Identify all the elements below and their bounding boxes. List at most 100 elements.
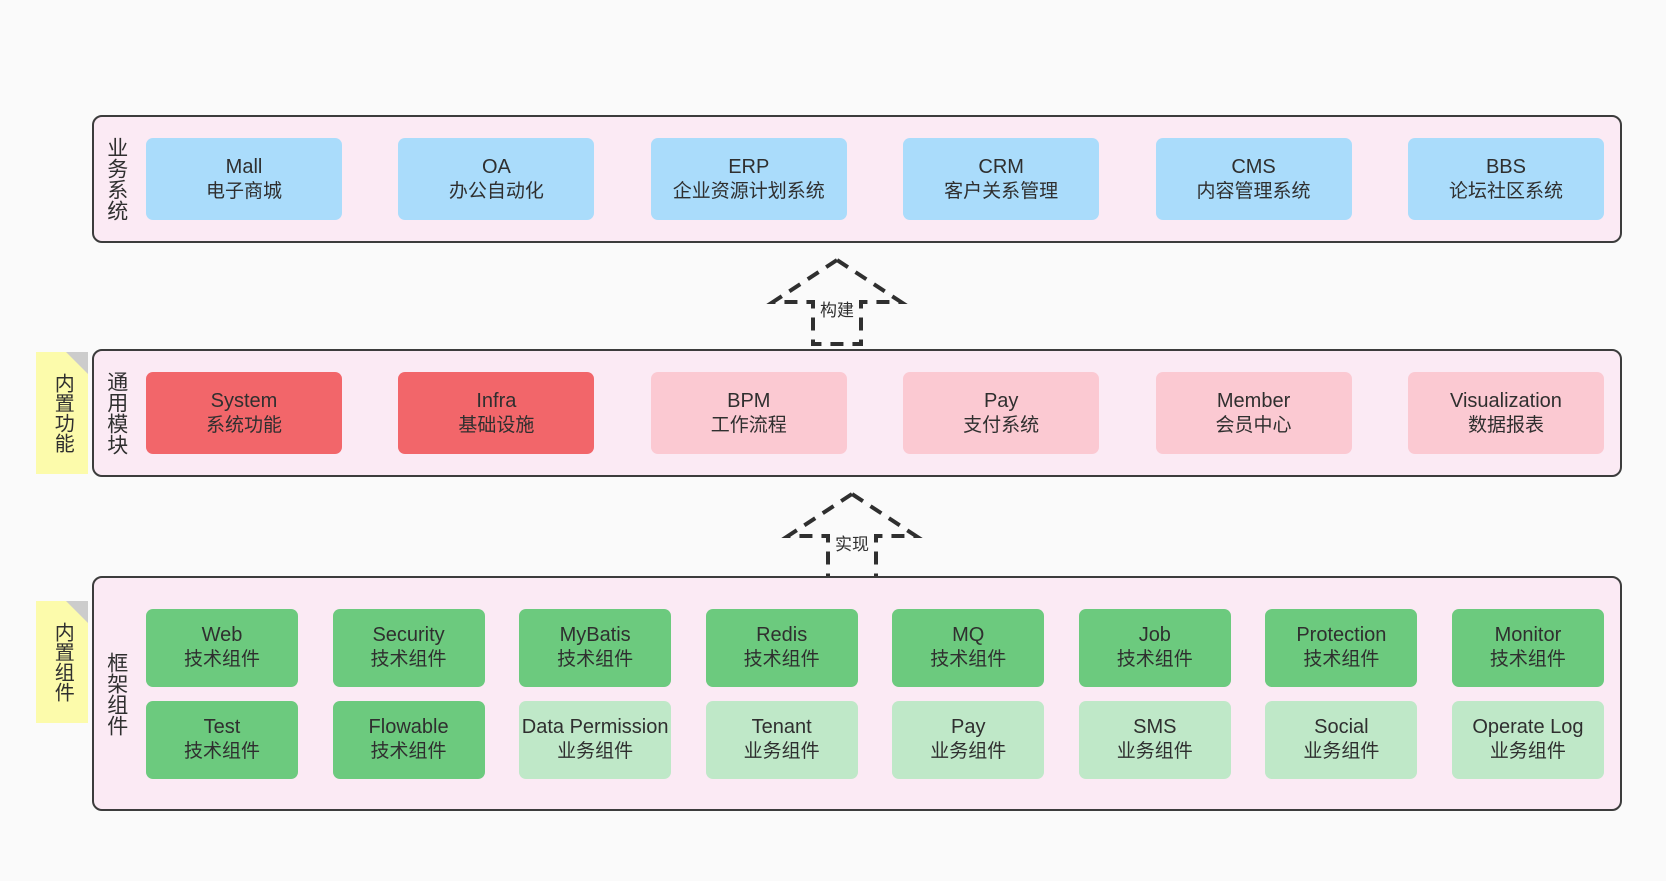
card-title-cn: 技术组件: [183, 741, 260, 763]
card-title-en: Infra: [476, 389, 517, 412]
card-title-cn: 支付系统: [963, 414, 1040, 436]
card-title-en: MyBatis: [559, 624, 631, 647]
card-title-en: Protection: [1296, 624, 1387, 647]
card-title-en: BPM: [727, 389, 771, 412]
card-title-en: Pay: [983, 389, 1019, 412]
card-title-en: Social: [1314, 716, 1369, 739]
card-title-en: Security: [372, 624, 445, 647]
card-title-cn: 技术组件: [557, 649, 634, 671]
card-title-en: Web: [201, 624, 243, 647]
card-title-en: OA: [481, 155, 511, 178]
sticky-fold-corner-icon: [66, 352, 88, 374]
card-title-cn: 客户关系管理: [944, 180, 1059, 202]
card-title-en: Visualization: [1449, 389, 1562, 412]
card-title-cn: 业务组件: [930, 741, 1007, 763]
card-title-cn: 业务组件: [1303, 741, 1380, 763]
card-title-cn: 工作流程: [710, 414, 787, 436]
card-title-cn: 技术组件: [183, 649, 260, 671]
card-title-cn: 技术组件: [370, 649, 447, 671]
sticky-note-builtin-component-label: 内置组件: [51, 622, 74, 702]
card-title-en: System: [210, 389, 278, 412]
card-title-cn: 业务组件: [1116, 741, 1193, 763]
card-title-cn: 内容管理系统: [1196, 180, 1311, 202]
card-title-en: SMS: [1133, 716, 1177, 739]
card-title-cn: 技术组件: [370, 741, 447, 763]
card-title-cn: 业务组件: [557, 741, 634, 763]
card-title-cn: 业务组件: [743, 741, 820, 763]
card-title-cn: 技术组件: [1116, 649, 1193, 671]
connector-build: 构建: [757, 256, 917, 348]
card-title-cn: 电子商城: [205, 180, 282, 202]
card-title-en: Data Permission: [521, 716, 669, 739]
card-title-en: Job: [1138, 624, 1171, 647]
connector-build-label: 构建: [820, 301, 854, 320]
card-title-en: Test: [203, 716, 241, 739]
card-title-cn: 会员中心: [1215, 414, 1292, 436]
sticky-note-builtin-component: 内置组件: [36, 601, 88, 723]
card-title-cn: 基础设施: [458, 414, 535, 436]
layer-common-modules-title: 通用模块: [104, 371, 128, 455]
sticky-note-builtin-function: 内置功能: [36, 352, 88, 474]
card-title-cn: 业务组件: [1489, 741, 1566, 763]
layer-business-systems-title: 业务系统: [104, 137, 128, 221]
connector-implement: 实现: [772, 490, 932, 582]
card-title-cn: 数据报表: [1467, 414, 1544, 436]
card-title-cn: 办公自动化: [448, 180, 544, 202]
sticky-fold-corner-icon: [66, 601, 88, 623]
card-title-en: ERP: [728, 155, 770, 178]
card-title-en: Flowable: [368, 716, 449, 739]
card-title-en: BBS: [1485, 155, 1526, 178]
card-title-en: Tenant: [751, 716, 812, 739]
card-title-cn: 论坛社区系统: [1448, 180, 1563, 202]
card-title-cn: 系统功能: [205, 414, 282, 436]
card-title-en: CMS: [1231, 155, 1276, 178]
layer-framework-components-title: 框架组件: [104, 651, 128, 736]
card-title-cn: 企业资源计划系统: [672, 180, 825, 202]
sticky-note-builtin-function-label: 内置功能: [51, 373, 74, 453]
card-title-cn: 技术组件: [1489, 649, 1566, 671]
card-title-en: CRM: [978, 155, 1024, 178]
card-title-cn: 技术组件: [930, 649, 1007, 671]
connector-implement-label: 实现: [835, 535, 869, 554]
card-title-en: Member: [1216, 389, 1291, 412]
card-title-cn: 技术组件: [743, 649, 820, 671]
card-title-en: Operate Log: [1472, 716, 1584, 739]
card-title-en: Mall: [225, 155, 263, 178]
card-title-en: Monitor: [1494, 624, 1562, 647]
card-title-cn: 技术组件: [1303, 649, 1380, 671]
